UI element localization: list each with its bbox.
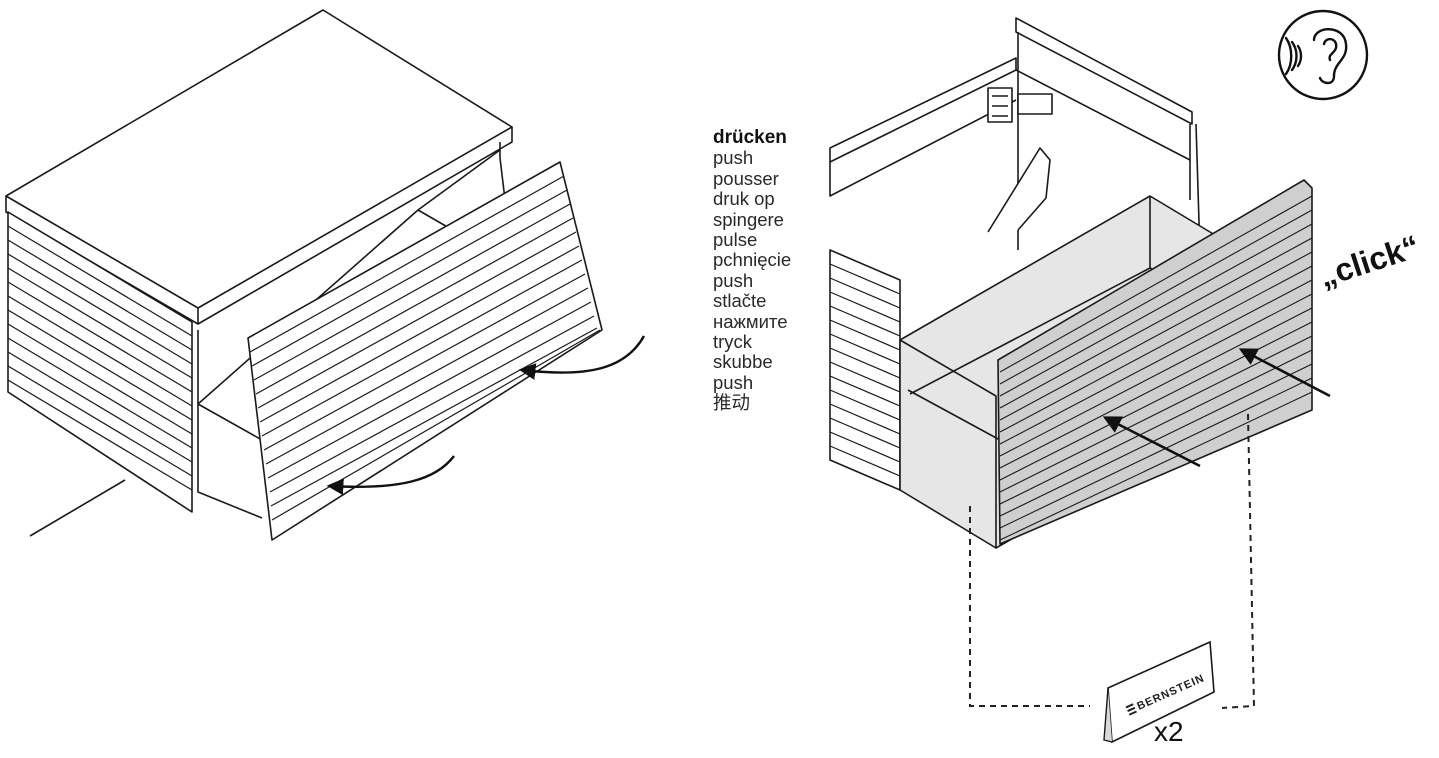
instruction-word: druk op (713, 188, 775, 210)
right-cabinet (829, 17, 1313, 549)
instruction-word: skubbe (713, 351, 773, 373)
sound-ear-icon (1277, 9, 1369, 101)
instruction-word: pousser (713, 167, 779, 189)
instruction-word: tryck (713, 331, 753, 353)
push-arrow-icon (1102, 348, 1331, 468)
instruction-word: spingere (713, 208, 784, 230)
instruction-word: push (713, 371, 754, 393)
instruction-word: drücken (713, 127, 787, 148)
instruction-word: нажмите (713, 310, 788, 332)
quantity-label: x2 (1154, 716, 1184, 747)
instruction-word: pchnięcie (713, 249, 792, 271)
instruction-word: stlačte (713, 290, 767, 312)
dashed-guide (969, 413, 1256, 709)
instruction-word: push (713, 269, 754, 291)
push-arrow-icon (326, 335, 646, 496)
push-instruction-list: drücken push pousser druk op spingere pu… (713, 127, 823, 414)
left-cabinet (5, 9, 603, 541)
instruction-word: 推动 (713, 392, 751, 414)
instruction-word: push (713, 147, 754, 169)
instruction-word: pulse (713, 229, 758, 251)
brand-logo-icon (1125, 703, 1137, 716)
